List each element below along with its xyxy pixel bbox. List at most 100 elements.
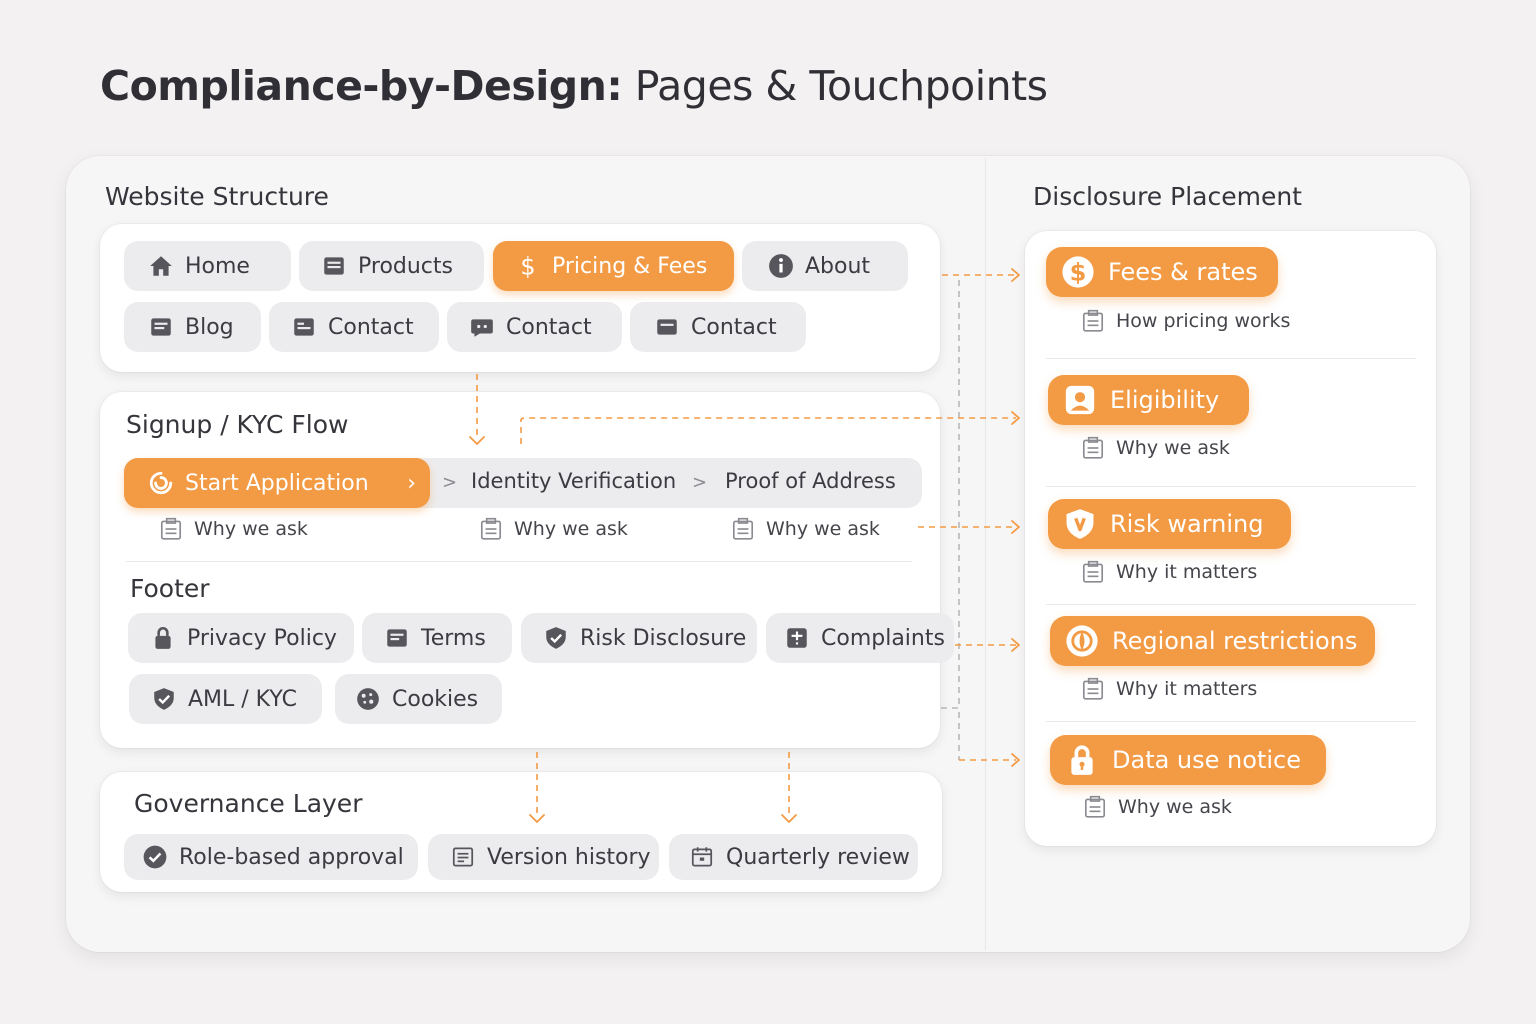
card-icon xyxy=(652,312,682,342)
disclosure-divider xyxy=(1046,604,1416,605)
lock-icon xyxy=(1064,742,1100,778)
footer-cookies[interactable]: Cookies xyxy=(335,674,502,724)
footer-cookies-label: Cookies xyxy=(392,686,479,712)
nav-contact-3-label: Contact xyxy=(691,314,777,340)
why-label: Why we ask xyxy=(766,518,880,540)
footer-terms-label: Terms xyxy=(421,625,486,651)
page-title: Compliance-by-Design: Pages & Touchpoint… xyxy=(100,62,1048,110)
column-divider xyxy=(985,158,986,950)
nav-about-label: About xyxy=(805,253,871,279)
shield-check-icon xyxy=(149,684,179,714)
footer-terms[interactable]: Terms xyxy=(362,613,512,663)
disclosure-note-label: Why we ask xyxy=(1118,796,1232,818)
disclosure-item-label: Data use notice xyxy=(1112,746,1301,774)
gov-version-history[interactable]: Version history xyxy=(428,834,659,880)
gov-quarterly-review[interactable]: Quarterly review xyxy=(669,834,918,880)
disclosure-data-use-notice[interactable]: Data use notice xyxy=(1050,735,1326,785)
disclosure-item-label: Risk warning xyxy=(1110,510,1264,538)
disclosure-regional-restrictions[interactable]: Regional restrictions xyxy=(1050,616,1375,666)
governance-label: Governance Layer xyxy=(134,789,363,818)
footer-risk-label: Risk Disclosure xyxy=(580,625,747,651)
why-we-ask-start[interactable]: Why we ask xyxy=(158,516,308,542)
dollar-icon: $ xyxy=(1060,254,1096,290)
nav-home[interactable]: Home xyxy=(124,241,291,291)
card-icon xyxy=(319,251,349,281)
gov-role-label: Role-based approval xyxy=(179,844,404,870)
disclosure-note-risk[interactable]: Why it matters xyxy=(1080,559,1257,585)
note-icon xyxy=(730,516,756,542)
footer-privacy-label: Privacy Policy xyxy=(187,625,337,651)
check-circle-icon xyxy=(140,842,170,872)
gov-role-based-approval[interactable]: Role-based approval xyxy=(124,834,418,880)
disclosure-risk-warning[interactable]: Risk warning xyxy=(1048,499,1291,549)
globe-icon xyxy=(1064,623,1100,659)
disclosure-divider xyxy=(1046,721,1416,722)
info-icon xyxy=(766,251,796,281)
nav-about[interactable]: About xyxy=(742,241,908,291)
note-icon xyxy=(1080,435,1106,461)
disclosure-note-label: Why we ask xyxy=(1116,437,1230,459)
step-start-application[interactable]: Start Application › xyxy=(124,458,430,508)
disclosure-eligibility[interactable]: Eligibility xyxy=(1048,375,1249,425)
nav-blog[interactable]: Blog xyxy=(124,302,261,352)
lock-icon xyxy=(148,623,178,653)
website-structure-label: Website Structure xyxy=(105,182,329,211)
disclosure-divider xyxy=(1046,486,1416,487)
shield-check-icon xyxy=(541,623,571,653)
why-we-ask-identity[interactable]: Why we ask xyxy=(478,516,628,542)
disclosure-note-label: How pricing works xyxy=(1116,310,1291,332)
complaint-icon xyxy=(782,623,812,653)
step-separator-icon: > xyxy=(442,472,458,493)
gov-version-label: Version history xyxy=(487,844,651,870)
gov-quarterly-label: Quarterly review xyxy=(726,844,910,870)
footer-complaints[interactable]: Complaints xyxy=(766,613,954,663)
disclosure-note-regional[interactable]: Why it matters xyxy=(1080,676,1257,702)
step-proof-of-address[interactable]: Proof of Address xyxy=(725,469,896,493)
nav-contact-1[interactable]: Contact xyxy=(269,302,439,352)
disclosure-note-label: Why it matters xyxy=(1116,561,1258,583)
disclosure-note-eligibility[interactable]: Why we ask xyxy=(1080,435,1230,461)
disclosure-note-data-use[interactable]: Why we ask xyxy=(1082,794,1232,820)
dollar-icon: $ xyxy=(513,251,543,281)
step-start-label: Start Application xyxy=(185,470,369,496)
footer-complaints-label: Complaints xyxy=(821,625,945,651)
nav-contact-2[interactable]: Contact xyxy=(447,302,622,352)
refresh-icon xyxy=(146,468,176,498)
nav-products-label: Products xyxy=(358,253,453,279)
history-icon xyxy=(448,842,478,872)
doc-icon xyxy=(289,312,319,342)
step-identity-verification[interactable]: Identity Verification xyxy=(471,469,677,493)
doc-icon xyxy=(382,623,412,653)
footer-aml-label: AML / KYC xyxy=(188,686,297,712)
nav-products[interactable]: Products xyxy=(299,241,484,291)
disclosure-fees-rates[interactable]: $ Fees & rates xyxy=(1046,247,1278,297)
why-label: Why we ask xyxy=(194,518,308,540)
why-label: Why we ask xyxy=(514,518,628,540)
calendar-icon xyxy=(687,842,717,872)
nav-contact-3[interactable]: Contact xyxy=(630,302,806,352)
cookie-icon xyxy=(353,684,383,714)
chat-icon xyxy=(467,312,497,342)
disclosure-divider xyxy=(1046,358,1416,359)
step-separator-icon: > xyxy=(692,472,708,493)
section-divider xyxy=(126,561,912,562)
svg-text:$: $ xyxy=(1070,259,1087,287)
why-we-ask-address[interactable]: Why we ask xyxy=(730,516,880,542)
nav-pricing-label: Pricing & Fees xyxy=(552,253,708,279)
home-icon xyxy=(146,251,176,281)
note-icon xyxy=(1080,559,1106,585)
footer-aml-kyc[interactable]: AML / KYC xyxy=(129,674,322,724)
disclosure-note-label: Why it matters xyxy=(1116,678,1258,700)
disclosure-label: Disclosure Placement xyxy=(1033,182,1302,211)
nav-blog-label: Blog xyxy=(185,314,234,340)
doc-icon xyxy=(146,312,176,342)
nav-pricing-fees[interactable]: $ Pricing & Fees xyxy=(493,241,734,291)
note-icon xyxy=(1080,308,1106,334)
chevron-right-icon: › xyxy=(407,470,416,496)
note-icon xyxy=(1080,676,1106,702)
disclosure-item-label: Fees & rates xyxy=(1108,258,1258,286)
footer-risk-disclosure[interactable]: Risk Disclosure xyxy=(521,613,757,663)
shield-icon xyxy=(1062,506,1098,542)
disclosure-note-fees[interactable]: How pricing works xyxy=(1080,308,1290,334)
footer-privacy-policy[interactable]: Privacy Policy xyxy=(128,613,354,663)
